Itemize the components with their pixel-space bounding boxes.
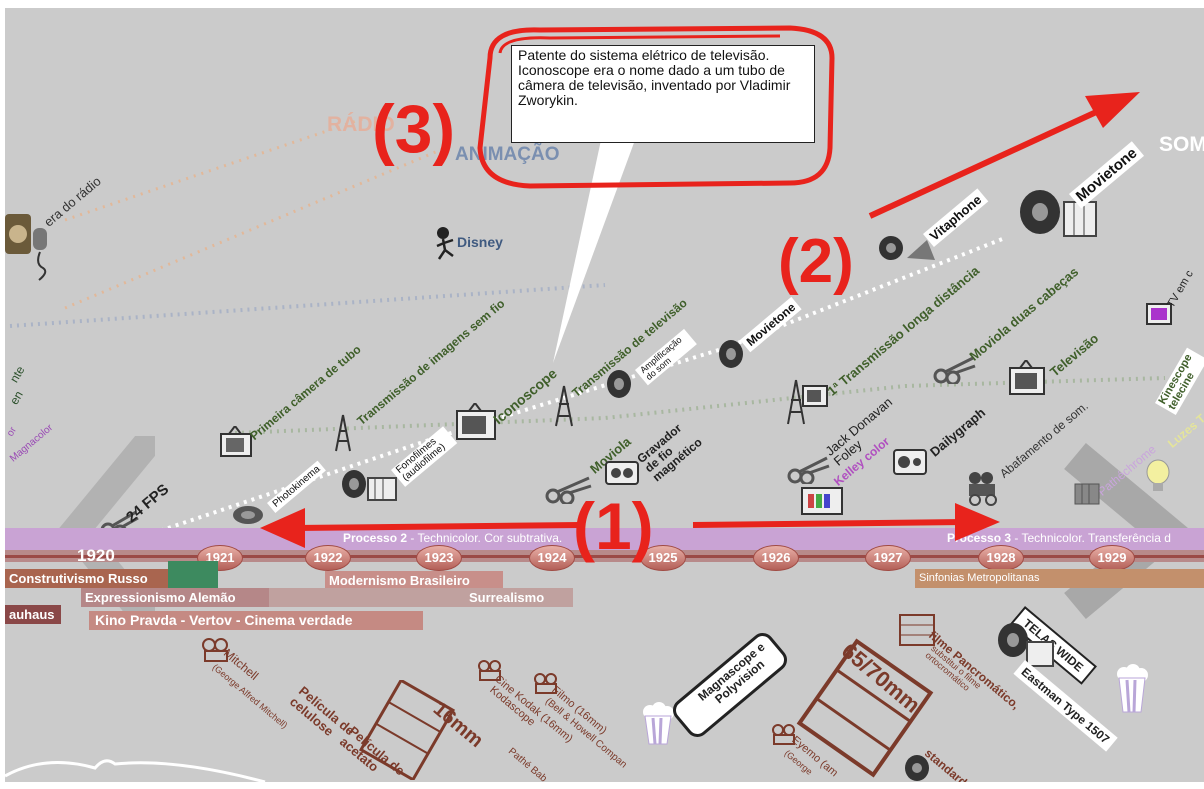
- film-16mm-icon: [357, 680, 457, 780]
- scissors-duas-icon: [933, 354, 977, 384]
- section-radio-label: RÁDIO: [327, 113, 395, 136]
- year-1920: 1920: [77, 546, 115, 565]
- callout-box: [511, 45, 815, 143]
- magnascope-ticket: [665, 630, 795, 740]
- speaker-amp-icon: [605, 368, 635, 400]
- camera-kodak-icon: [477, 660, 505, 682]
- timeline-canvas: RÁDIO ANIMAÇÃO SOM era do rádio Disney n…: [5, 8, 1204, 782]
- dotted-connectors: [9, 116, 1166, 548]
- tower-tv-icon: [785, 378, 829, 426]
- annotation-1: (1): [573, 489, 654, 563]
- band-construtivismo: Construtivismo Russo: [5, 569, 171, 588]
- speaker-vitaphone-icon: [877, 230, 937, 270]
- radio-microphone-icon: [5, 208, 51, 288]
- stickman-icon: [433, 226, 459, 262]
- camera-mitchell-icon: [201, 638, 233, 662]
- timeline-bar-line: [5, 555, 1204, 558]
- process-3-desc: - Technicolor. Transferência d: [1011, 531, 1171, 545]
- camera-eyemo-icon: [771, 724, 799, 746]
- camera-filmo-icon: [533, 673, 561, 695]
- section-som-label: SOM: [1159, 133, 1204, 156]
- film-strip-icon: [1073, 482, 1101, 506]
- year-1924[interactable]: 1924: [529, 545, 575, 571]
- annotation-3: (3): [372, 91, 456, 167]
- camera-muffle-icon: [965, 470, 1005, 506]
- callout-text: Patente do sistema elétrico de televisão…: [518, 47, 791, 108]
- process-2-title: Processo 2: [343, 531, 408, 545]
- year-1923[interactable]: 1923: [416, 545, 462, 571]
- band-green: [168, 561, 218, 588]
- band-modernismo: Modernismo Brasileiro: [325, 571, 503, 590]
- speaker-eastman-icon: [995, 620, 1055, 670]
- speaker-film-icon: [340, 466, 400, 506]
- film-strip-color-icon: [800, 486, 844, 516]
- speaker-film-movietone-icon: [1018, 188, 1098, 240]
- lightbulb-icon: [1145, 458, 1171, 494]
- callout-pointer: [553, 140, 635, 363]
- year-1926[interactable]: 1926: [753, 545, 799, 571]
- speaker-standard-icon: [903, 754, 933, 782]
- film-70mm-icon: [795, 638, 935, 778]
- tape-recorder-icon: [605, 460, 639, 486]
- decorative-curve: [5, 759, 266, 782]
- process-2-label: Processo 2 - Technicolor. Cor subtrativa…: [343, 531, 562, 545]
- tv-televisao-icon: [1008, 360, 1048, 396]
- year-1925[interactable]: 1925: [640, 545, 686, 571]
- band-kino: Kino Pravda - Vertov - Cinema verdade: [89, 611, 423, 630]
- band-bauhaus: auhaus: [5, 605, 61, 624]
- popcorn-right-icon: [1115, 664, 1149, 714]
- scissors-moviola-icon: [545, 474, 595, 504]
- year-1922[interactable]: 1922: [305, 545, 351, 571]
- tv-camera-icon: [219, 426, 255, 460]
- callout-red-outline: [477, 25, 835, 189]
- annotation-2: (2): [778, 227, 854, 296]
- red-arrows: [260, 92, 1140, 548]
- scissors-foley-icon: [787, 454, 831, 484]
- film-reel-icon: [231, 504, 265, 526]
- process-2-desc: - Technicolor. Cor subtrativa.: [407, 531, 563, 545]
- band-surrealismo: Surrealismo: [269, 588, 573, 607]
- tv-iconoscope-icon: [455, 403, 499, 441]
- year-1927[interactable]: 1927: [865, 545, 911, 571]
- speaker-movietone-icon: [717, 338, 747, 370]
- event-disney: Disney: [457, 234, 503, 250]
- dailygraph-icon: [893, 448, 927, 476]
- radio-tower-icon: [333, 413, 353, 453]
- band-expressionismo: Expressionismo Alemão: [81, 588, 269, 607]
- film-pancro-icon: [898, 613, 938, 649]
- band-sinfonias: Sinfonias Metropolitanas: [915, 569, 1204, 588]
- tv-color-icon: [1145, 300, 1175, 328]
- popcorn-icon: [641, 702, 675, 746]
- tv-tower-icon: [553, 384, 575, 428]
